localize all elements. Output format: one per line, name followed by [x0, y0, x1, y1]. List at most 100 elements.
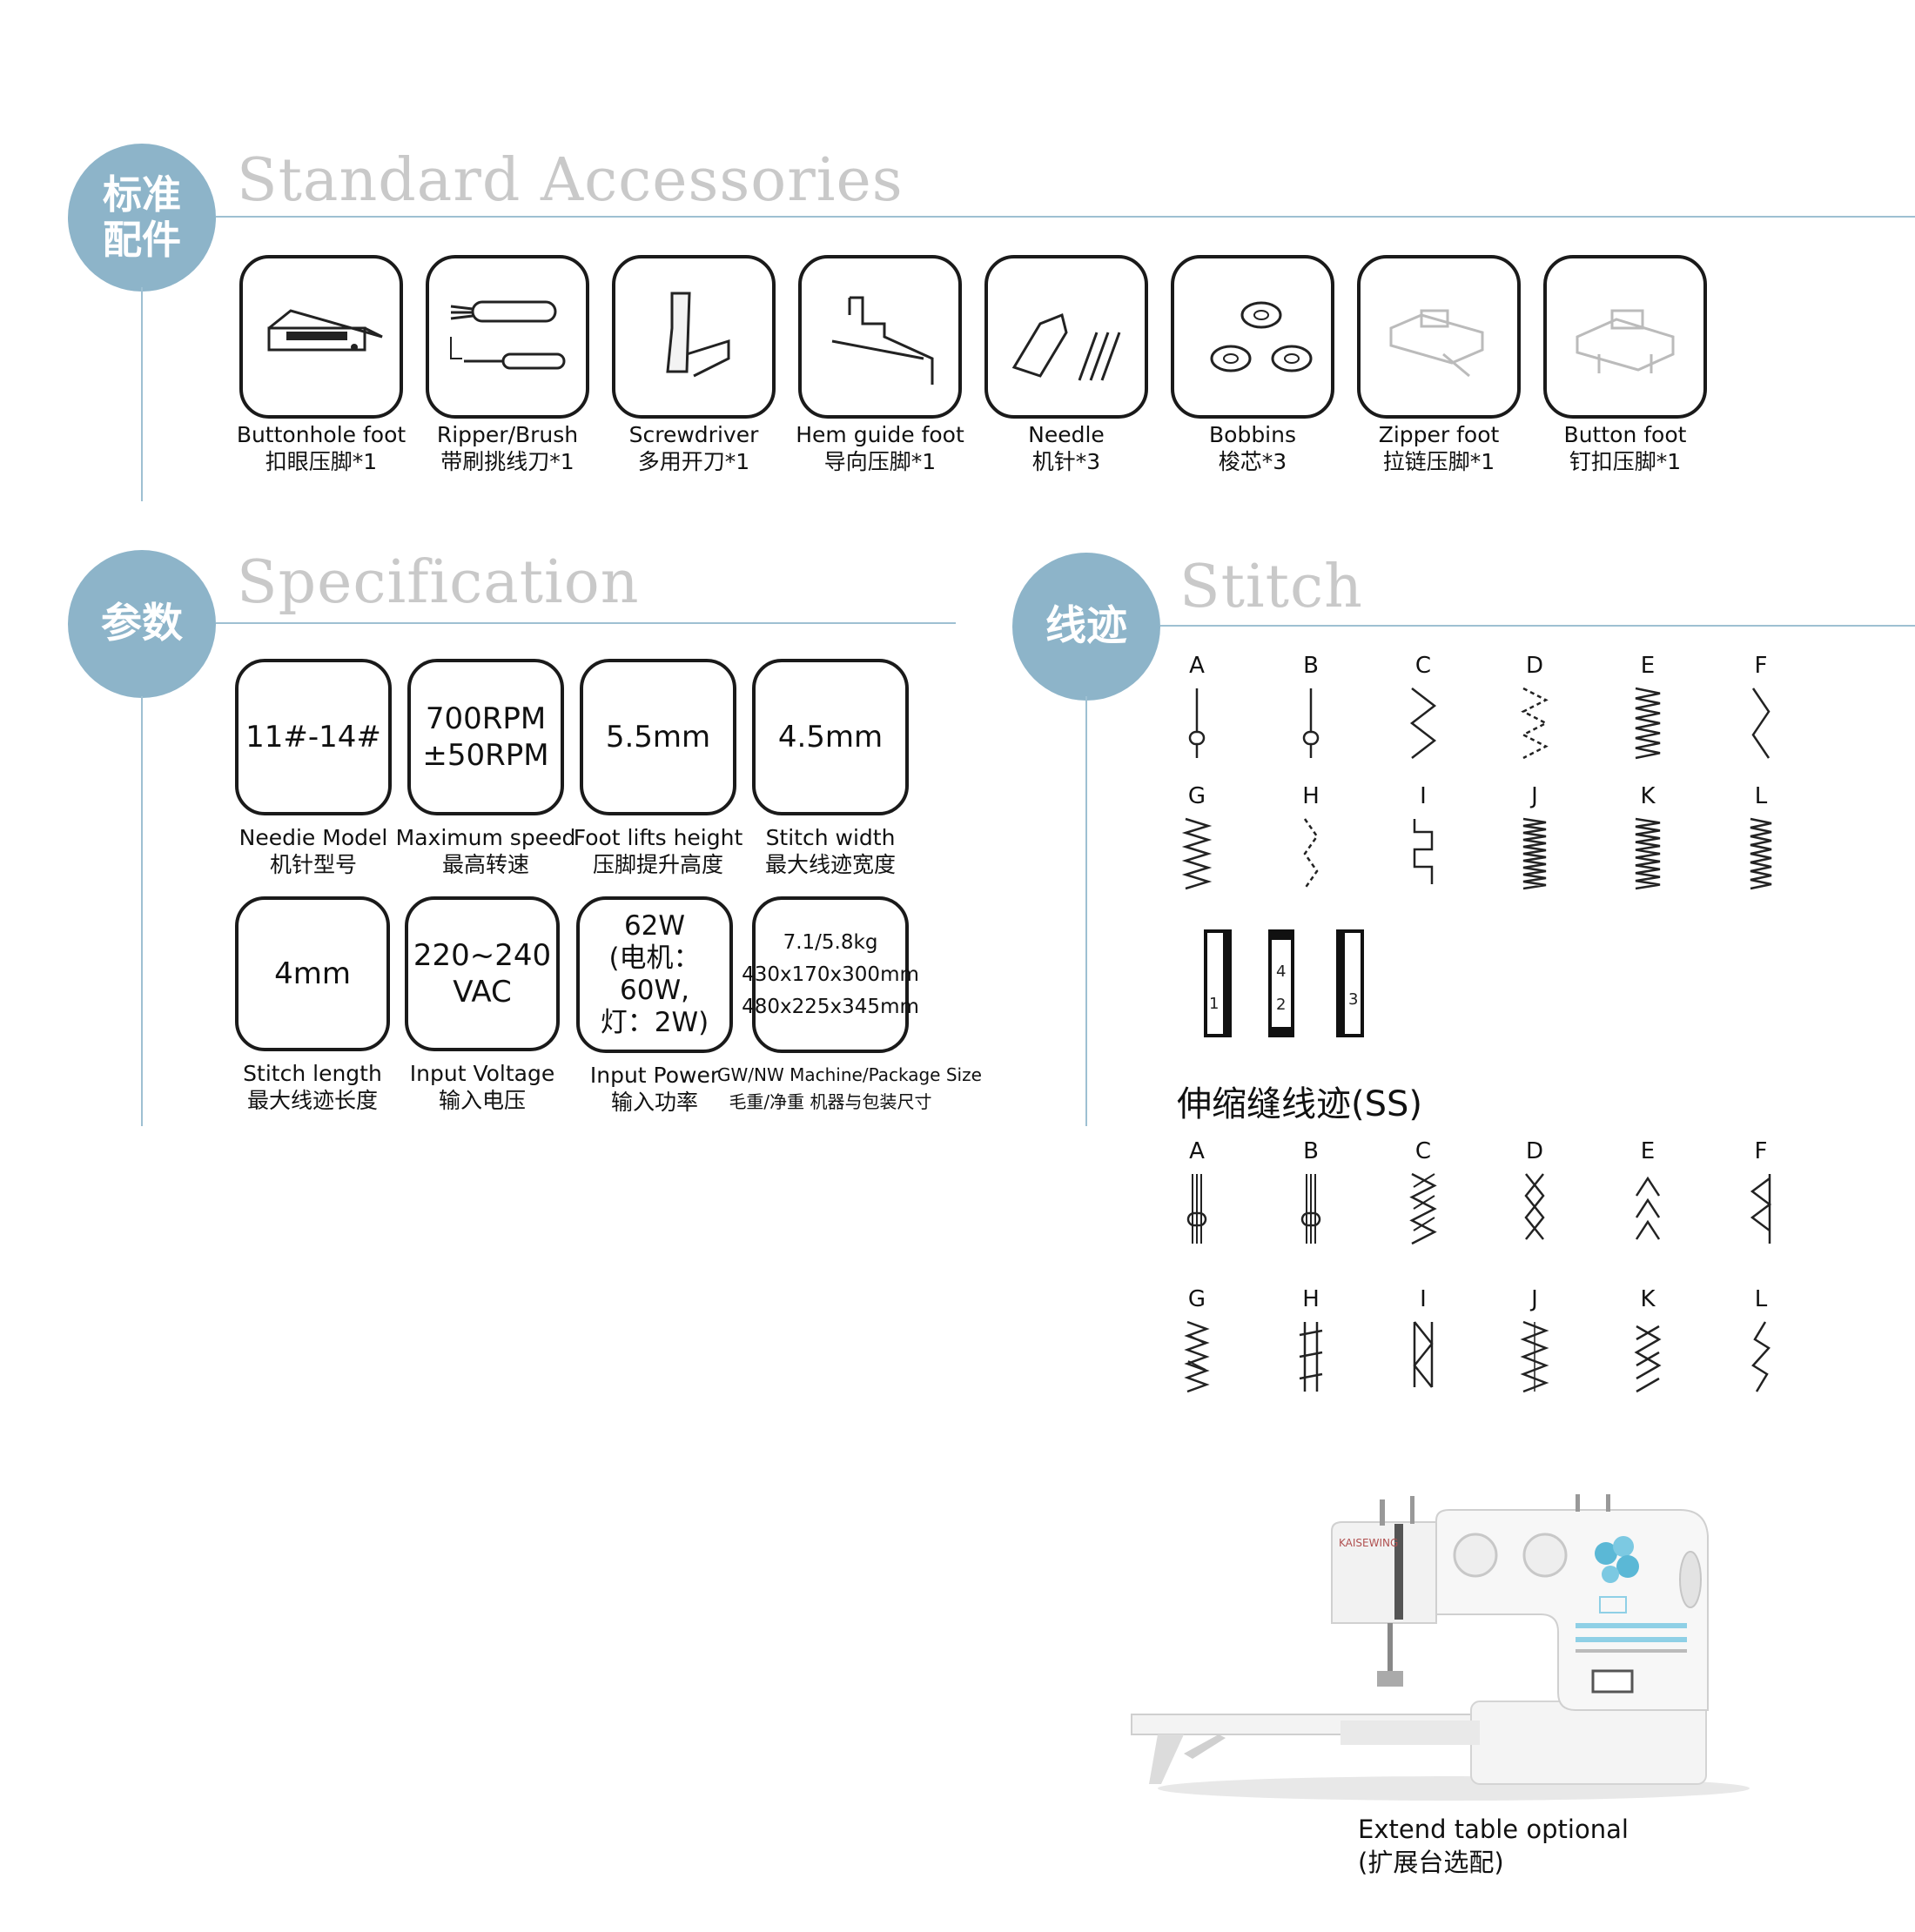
stitch-pattern: A [1158, 1138, 1236, 1248]
stitch-pattern: E [1609, 653, 1687, 762]
accessory-name-zh: 带刷挑线刀*1 [440, 449, 574, 474]
stitch-pattern: B [1272, 653, 1350, 762]
stitch-pattern: J [1495, 783, 1574, 893]
stitch-letter: F [1754, 1138, 1768, 1164]
stitch-pattern-icon [1303, 818, 1319, 889]
accessory-tile [984, 255, 1148, 419]
stitch-letter: L [1754, 1286, 1768, 1312]
stitch-pattern-icon [1188, 688, 1206, 758]
spec-tile: 7.1/5.8kg 430x170x300mm 480x225x345mm [742, 896, 919, 1053]
accessory-tile [426, 255, 589, 419]
spec-tile: 11#-14# [235, 659, 392, 815]
spec-label-en: Foot lifts height [573, 825, 743, 850]
accessories-title: Standard Accessories [237, 146, 904, 215]
accessory-name-en: Button foot [1563, 422, 1687, 447]
stitch-pattern: E [1609, 1138, 1687, 1248]
stitch-letter: G [1187, 783, 1206, 809]
stitch-pattern-icon [1184, 1320, 1210, 1393]
stitch-pattern-icon [1522, 817, 1547, 890]
spec-label-zh: 最高转速 [441, 852, 529, 877]
spec-label-en: Stitch width [765, 825, 896, 850]
stitch-letter: H [1302, 1286, 1320, 1312]
stitch-pattern-icon [1635, 1176, 1661, 1240]
stitch-pattern-icon [1520, 1320, 1549, 1393]
spec-tile: 4.5mm [752, 659, 909, 815]
stitch-letter: E [1640, 1138, 1656, 1164]
spec-value: 700RPM ±50RPM [422, 701, 549, 773]
stitch-letter: C [1414, 653, 1432, 679]
stitch-pattern-icon [1750, 1174, 1772, 1244]
specification-vertical-rule [141, 696, 143, 1126]
buttonhole-step-1: 1 [1204, 929, 1232, 1037]
needle-icon [1011, 312, 1121, 381]
stitch-letter: E [1640, 653, 1656, 679]
stitch-pattern: L [1722, 783, 1800, 893]
stitch-pattern-icon [1634, 1325, 1662, 1393]
stitch-pattern-icon [1186, 1174, 1207, 1244]
accessory-tile [1543, 255, 1707, 419]
stitch-letter: C [1414, 1138, 1432, 1164]
ripper-brush-icon [450, 300, 566, 370]
accessory-tile [612, 255, 776, 419]
stitch-title: Stitch [1179, 553, 1363, 621]
spec-tile: 700RPM ±50RPM [407, 659, 564, 815]
stitch-letter: B [1303, 653, 1319, 679]
stitch-pattern-icon [1409, 1172, 1437, 1245]
accessory-tile [798, 255, 962, 419]
stitch-pattern: H [1272, 1286, 1350, 1396]
spec-label-zh: 最大线迹长度 [246, 1088, 378, 1113]
accessory-name-en: Hem guide foot [796, 422, 964, 447]
stitch-badge: 线迹 [1012, 553, 1160, 701]
stitch-pattern: B [1272, 1138, 1350, 1248]
accessory-name-zh: 机针*3 [1031, 449, 1101, 474]
spec-tile: 4mm [235, 896, 390, 1051]
stitch-pattern-icon [1302, 688, 1320, 758]
accessory-name-en: Needle [1028, 422, 1105, 447]
stitch-pattern: I [1384, 1286, 1462, 1396]
stitch-pattern: I [1384, 783, 1462, 893]
accessory-name-zh: 多用开刀*1 [637, 449, 750, 474]
stitch-pattern: F [1722, 653, 1800, 762]
stitch-letter: A [1189, 1138, 1205, 1164]
spec-value: 5.5mm [605, 720, 711, 755]
spec-label-en: Maximum speed [395, 825, 576, 850]
stitch-pattern-icon [1413, 819, 1434, 884]
accessory-name-en: Screwdriver [628, 422, 759, 447]
stitch-pattern: G [1158, 1286, 1236, 1396]
button-foot-icon [1576, 309, 1675, 373]
screwdriver-icon [666, 292, 730, 378]
sewing-machine-icon: KAISEWING [1131, 1494, 1750, 1801]
stitch-pattern: L [1722, 1286, 1800, 1396]
stitch-pattern-icon [1750, 817, 1772, 890]
spec-value: 7.1/5.8kg 430x170x300mm 480x225x345mm [742, 930, 919, 1018]
machine-caption-zh: (扩展台选配) [1358, 1848, 1504, 1877]
stitch-letter: L [1754, 783, 1768, 809]
stitch-letter: J [1531, 783, 1538, 809]
spec-value: 62W (电机：60W, 灯：2W) [600, 910, 709, 1038]
stitch-pattern-icon [1300, 1174, 1321, 1244]
accessory-name-zh: 钉扣压脚*1 [1569, 449, 1682, 474]
buttonhole-step-3: 3 [1336, 929, 1364, 1037]
stitch-pattern-icon [1751, 1321, 1771, 1392]
accessories-vertical-rule [141, 287, 143, 501]
stitch-letter: F [1754, 653, 1768, 679]
stitch-letter: K [1640, 1286, 1656, 1312]
stitch-letter: B [1303, 1138, 1319, 1164]
stitch-pattern-icon [1181, 817, 1213, 890]
machine-caption-en: Extend table optional [1358, 1815, 1629, 1844]
spec-value: 4.5mm [777, 720, 884, 755]
stitch-pattern: C [1384, 653, 1462, 762]
hem-guide-foot-icon [831, 296, 934, 385]
stitch-pattern-icon [1635, 687, 1661, 760]
accessory-tile [1171, 255, 1334, 419]
accessory-name-zh: 扣眼压脚*1 [265, 449, 378, 474]
accessories-badge: 标准 配件 [68, 144, 216, 292]
spec-value: 11#-14# [245, 720, 381, 755]
accessory-name-en: Ripper/Brush [436, 422, 579, 447]
stitch-letter: J [1531, 1286, 1538, 1312]
